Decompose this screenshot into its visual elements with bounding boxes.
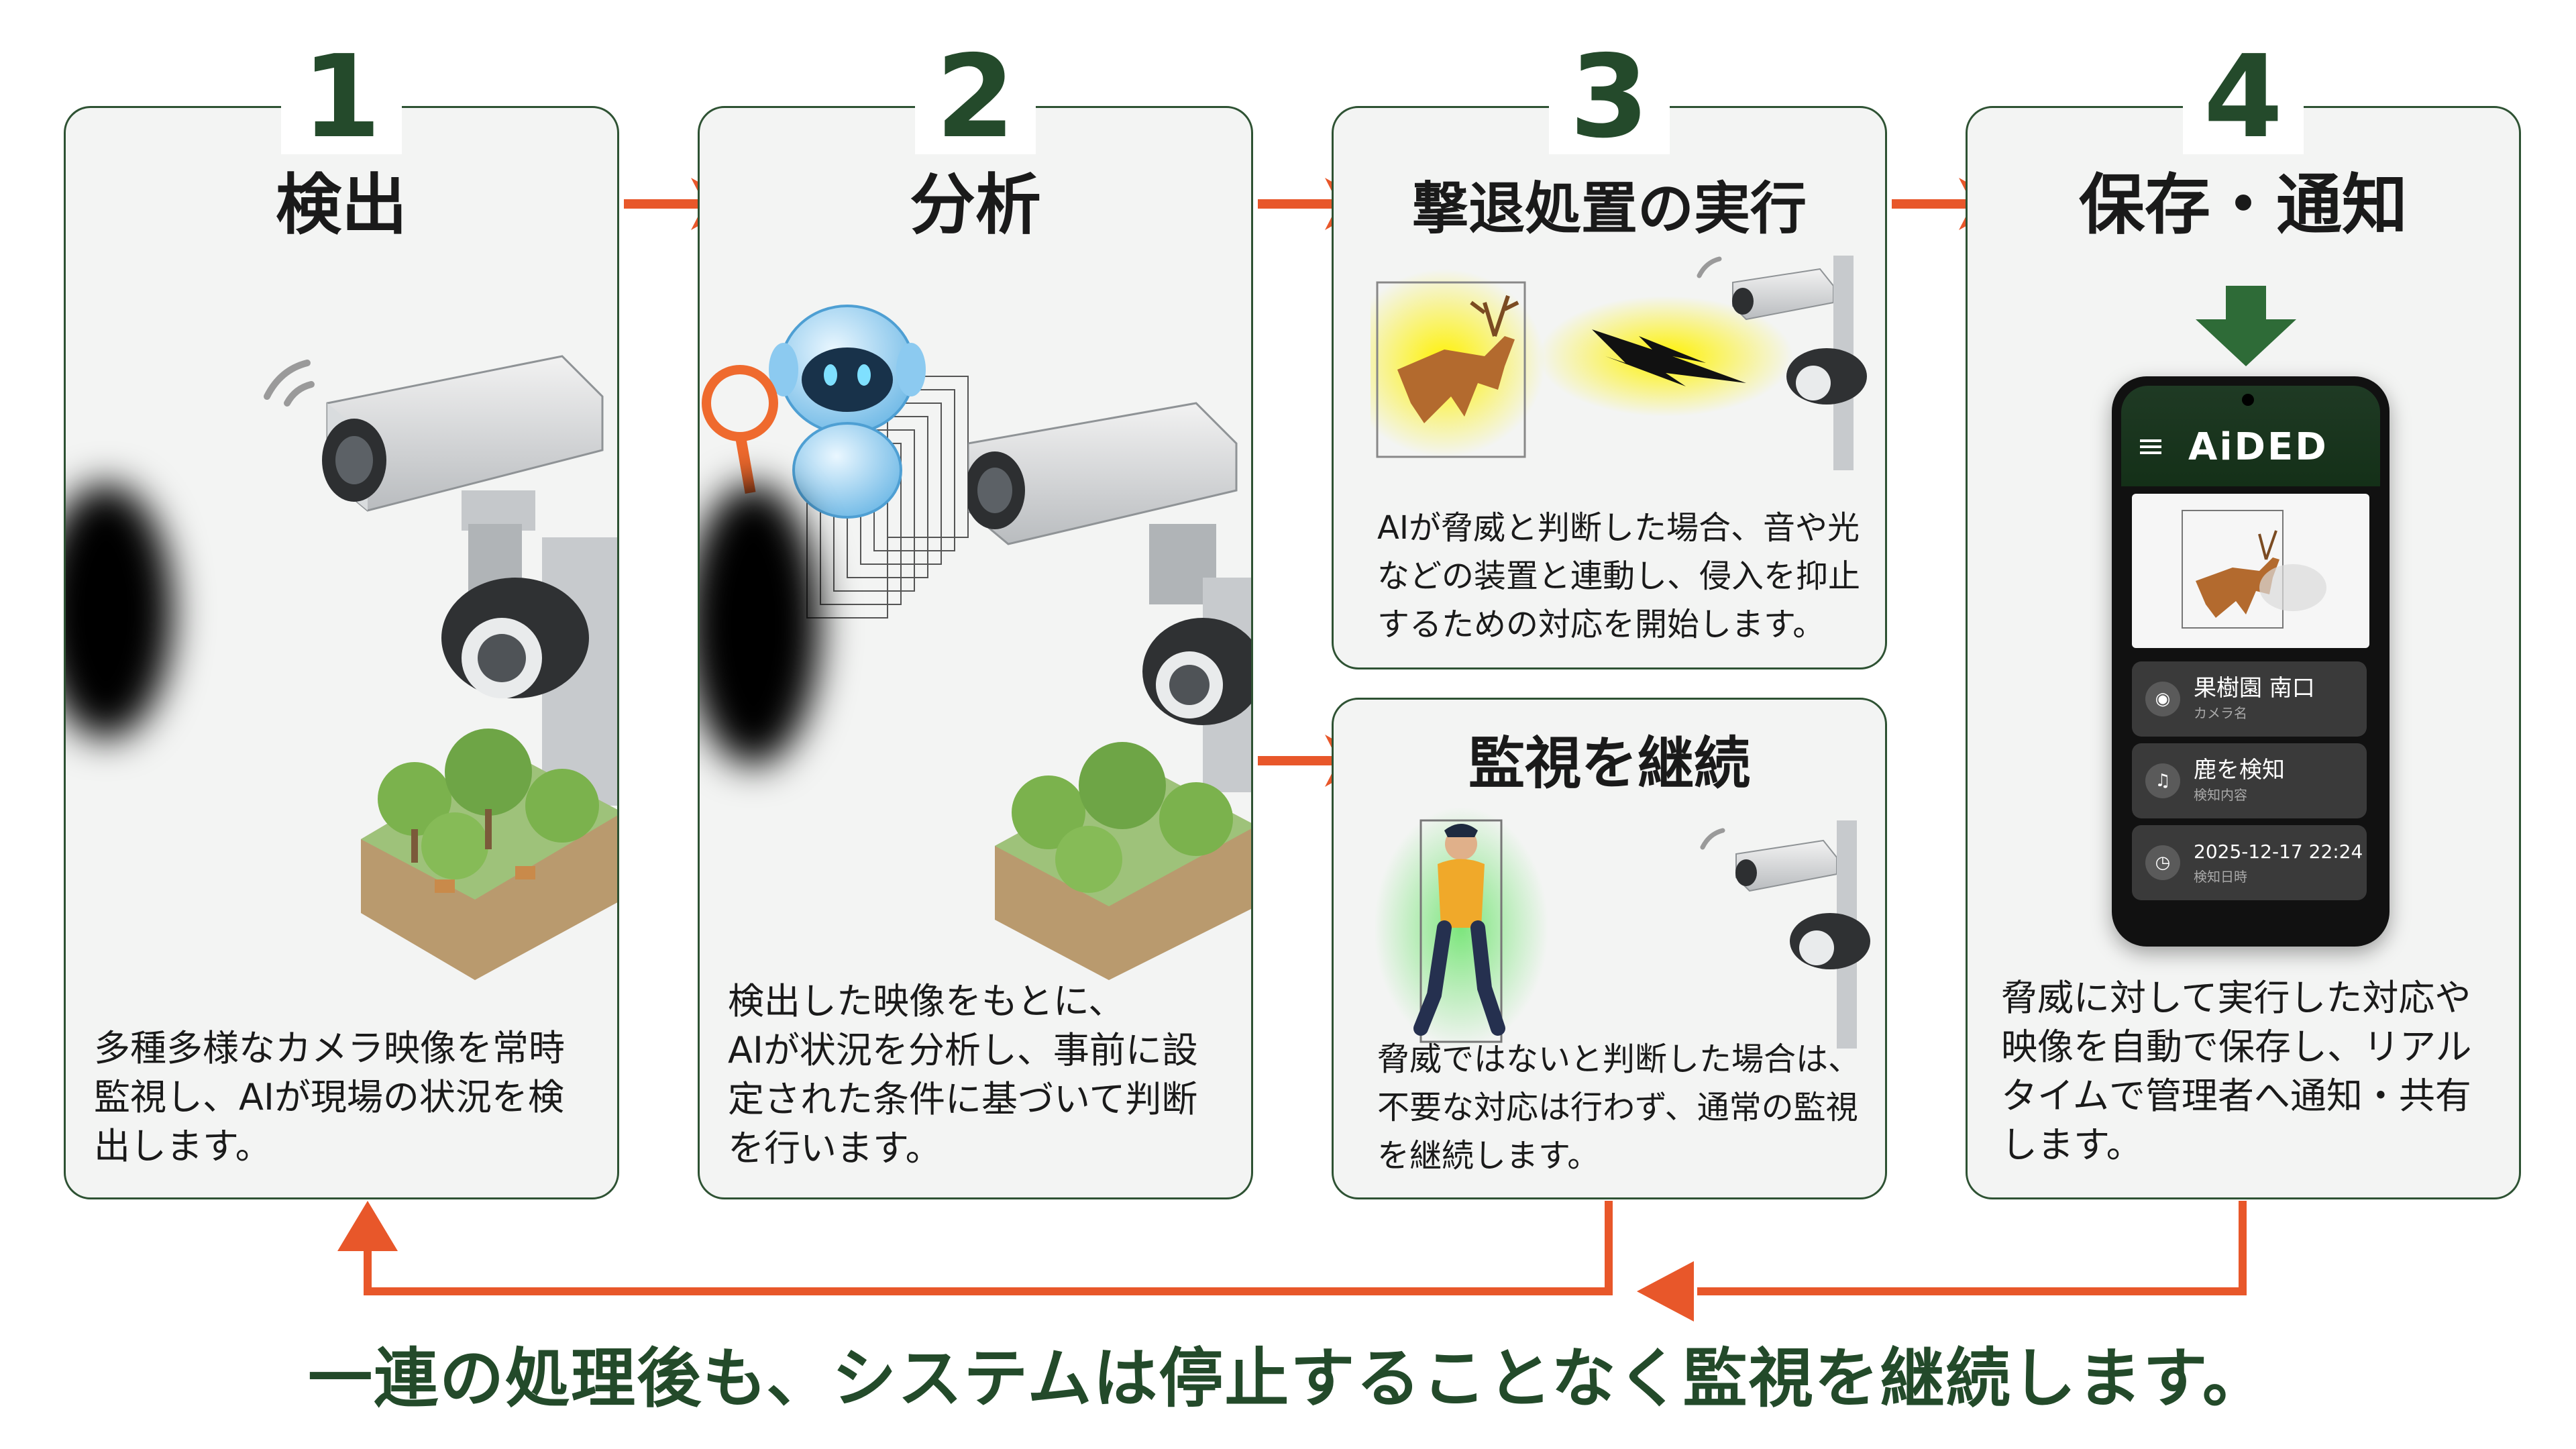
- orchard-illustration: [995, 742, 1251, 980]
- clock-icon: ◷: [2145, 845, 2180, 880]
- camera-name-value: 果樹園 南口: [2194, 675, 2315, 702]
- camera-name-row[interactable]: ◉ 果樹園 南口 カメラ名: [2132, 661, 2367, 737]
- detection-time-row[interactable]: ◷ 2025-12-17 22:24 検知日時: [2132, 825, 2367, 900]
- shadow-overlay: [66, 484, 173, 739]
- step-2-description: 検出した映像をもとに、 AIが状況を分析し、事前に設 定された条件に基づいて判断…: [728, 980, 1198, 1169]
- detection-image[interactable]: [2132, 494, 2369, 648]
- person-illustration: [1374, 807, 1870, 1049]
- continue-title: 監視を継続: [1468, 731, 1750, 796]
- detection-time-value: 2025-12-17 22:24: [2194, 841, 2363, 863]
- camera-icon: [264, 355, 604, 604]
- step-1-card: 検出 多種多様なカメラ映像を常時 監視し、AIが現場の状況を検 出します。: [64, 106, 619, 1199]
- camera-icon: ◉: [2145, 682, 2180, 716]
- step-3-description: AIが脅威と判断した場合、音や光 などの装置と連動し、侵入を抑止 するための対応…: [1377, 509, 1861, 643]
- detection-content-value: 鹿を検知: [2194, 757, 2285, 784]
- smartphone: AiDED ◉ 果樹園 南口 カメラ名 ♫ 鹿を検知 検知内容 ◷ 2025-1…: [2112, 376, 2390, 947]
- camera-name-label: カメラ名: [2194, 705, 2247, 721]
- step-1-title: 検出: [275, 167, 407, 244]
- detection-content-label: 検知内容: [2194, 787, 2247, 803]
- step-3-number: 3: [1549, 40, 1670, 154]
- step-2-number: 2: [915, 40, 1036, 154]
- continue-description: 脅威ではないと判断した場合は、 不要な対応は行わず、通常の監視 を継続します。: [1377, 1040, 1861, 1175]
- step-2-card: 分析: [698, 106, 1253, 1199]
- app-logo: AiDED: [2188, 425, 2328, 469]
- step-4-number: 4: [2183, 40, 2304, 154]
- step-4-card: 保存・通知 AiDED ◉ 果樹園 南口 カメラ名 ♫: [1966, 106, 2521, 1199]
- step-4-description: 脅威に対して実行した対応や 映像を自動で保存し、リアル タイムで管理者へ通知・共…: [2001, 977, 2472, 1166]
- shadow-overlay: [700, 484, 820, 765]
- camera-notch: [2242, 394, 2254, 406]
- deer-deterrent-illustration: [1371, 256, 1867, 470]
- step-1-description: 多種多様なカメラ映像を常時 監視し、AIが現場の状況を検 出します。: [94, 1027, 565, 1167]
- continue-monitoring-card: 監視を継続 脅威ではないと判断した場合は、 不要な対応は行わず、通常の監視 を継…: [1332, 698, 1887, 1199]
- camera-icon: [968, 402, 1238, 604]
- dome-camera-icon: [1142, 578, 1251, 792]
- step-3-title: 撃退処置の実行: [1411, 176, 1807, 241]
- detection-content-row[interactable]: ♫ 鹿を検知 検知内容: [2132, 743, 2367, 818]
- bell-icon: ♫: [2145, 763, 2180, 798]
- deer-thumbnail: [2182, 510, 2326, 629]
- arrow-down-icon: [2196, 286, 2296, 366]
- step-3-card: 撃退処置の実行 AIが脅威と判断した場合、音や光 などの装置と連動し、侵入を抑止…: [1332, 106, 1887, 669]
- detection-time-label: 検知日時: [2194, 869, 2247, 885]
- step-4-title: 保存・通知: [2078, 167, 2408, 244]
- menu-icon[interactable]: [2140, 439, 2161, 454]
- step-1-number: 1: [281, 40, 402, 154]
- phone-header: AiDED: [2121, 386, 2380, 486]
- dome-camera-icon: [441, 537, 617, 806]
- footer-message: 一連の処理後も、システムは停止することなく監視を継続します。: [308, 1341, 2268, 1416]
- orchard-illustration: [361, 729, 617, 980]
- step-2-title: 分析: [909, 167, 1041, 244]
